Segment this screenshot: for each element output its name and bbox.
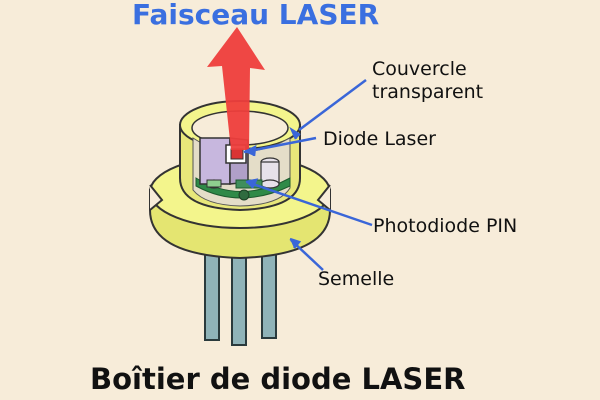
cover-label-line2: transparent [372,81,483,104]
laser-diode-label: Diode Laser [323,128,436,151]
base-label: Semelle [318,268,394,291]
cover-label-line1: Couvercle [372,58,483,81]
page-title: Boîtier de diode LASER [90,362,465,396]
photodiode-label: Photodiode PIN [373,215,517,238]
laser-beam-label: Faisceau LASER [132,0,379,31]
cover-label: Couvercle transparent [372,58,483,104]
